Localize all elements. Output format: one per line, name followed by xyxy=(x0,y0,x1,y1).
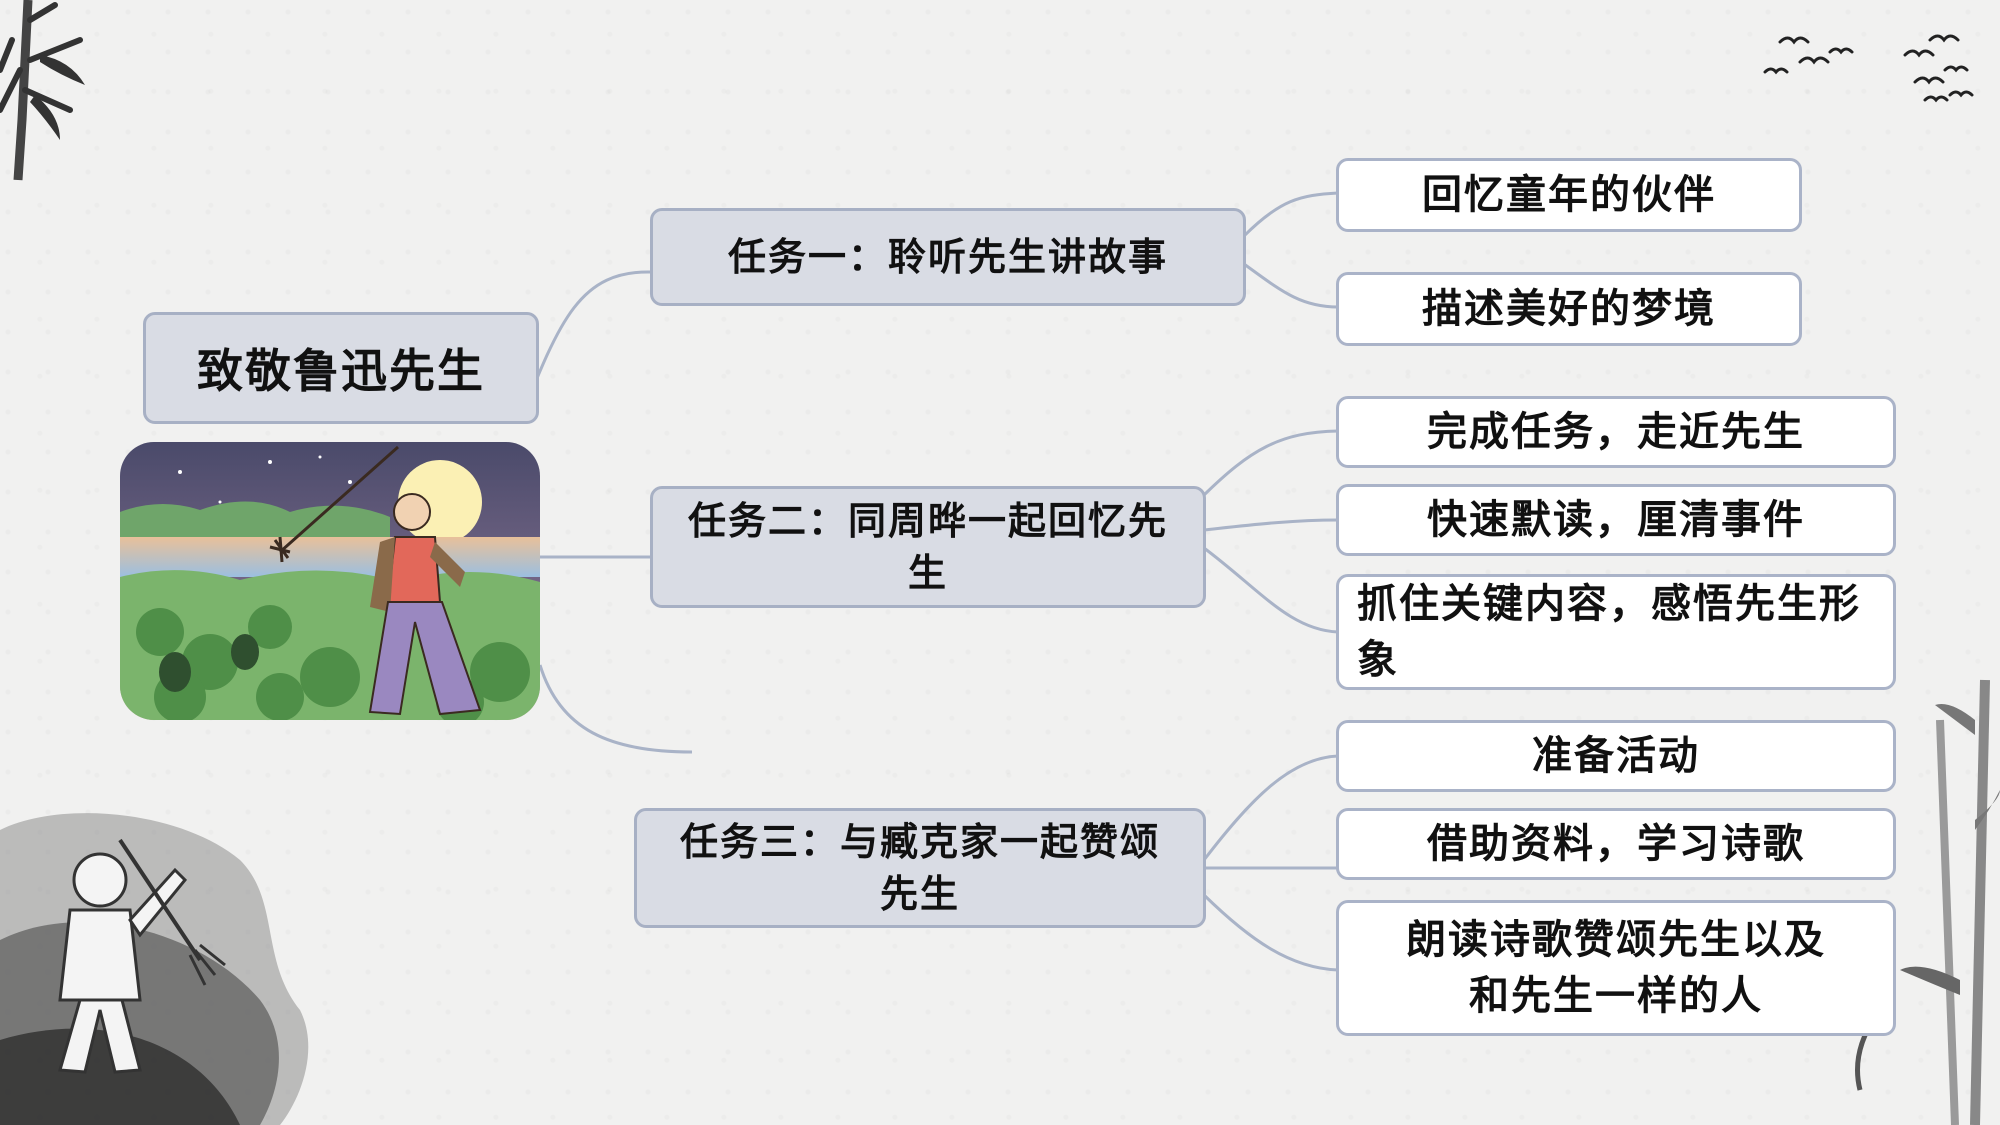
connector-task3-item3 xyxy=(1202,893,1339,972)
task-node-3: 任务三：与臧克家一起赞颂先生 xyxy=(634,808,1206,928)
task2-item-3: 抓住关键内容，感悟先生形象 xyxy=(1336,574,1896,690)
task2-item-3-label: 抓住关键内容，感悟先生形象 xyxy=(1357,580,1861,683)
connector-task2-item3 xyxy=(1203,546,1339,634)
task-node-1: 任务一：聆听先生讲故事 xyxy=(650,208,1246,306)
connector-task2-item1 xyxy=(1202,429,1339,497)
task-node-1-label: 任务一：聆听先生讲故事 xyxy=(727,234,1168,279)
connector-task3-item1 xyxy=(1202,754,1339,861)
task3-item-3-label: 朗读诗歌赞颂先生以及和先生一样的人 xyxy=(1406,916,1826,1019)
central-node-title: 致敬鲁迅先生 xyxy=(197,344,485,398)
illustration-moonlit-field xyxy=(120,442,540,720)
task1-item-2-label: 描述美好的梦境 xyxy=(1422,285,1716,332)
task3-item-3: 朗读诗歌赞颂先生以及和先生一样的人 xyxy=(1336,900,1896,1036)
task-node-3-label: 任务三：与臧克家一起赞颂先生 xyxy=(679,819,1160,916)
connector-center-task1 xyxy=(518,270,653,421)
connector-task2-item2 xyxy=(1203,518,1339,532)
task1-item-1: 回忆童年的伙伴 xyxy=(1336,158,1802,232)
task1-item-2: 描述美好的梦境 xyxy=(1336,272,1802,346)
task3-item-1-label: 准备活动 xyxy=(1532,732,1700,779)
task3-item-2: 借助资料，学习诗歌 xyxy=(1336,808,1896,880)
task3-item-1: 准备活动 xyxy=(1336,720,1896,792)
connector-task1-item2 xyxy=(1243,262,1339,309)
connector-center-task3 xyxy=(538,664,693,754)
task3-item-2-label: 借助资料，学习诗歌 xyxy=(1427,820,1805,867)
task-node-2: 任务二：同周晔一起回忆先生 xyxy=(650,486,1206,608)
task2-item-1: 完成任务，走近先生 xyxy=(1336,396,1896,468)
task2-item-2-label: 快速默读，厘清事件 xyxy=(1427,496,1805,543)
task-node-2-label: 任务二：同周晔一起回忆先生 xyxy=(687,498,1168,595)
task2-item-1-label: 完成任务，走近先生 xyxy=(1427,408,1805,455)
task2-item-2: 快速默读，厘清事件 xyxy=(1336,484,1896,556)
task1-item-1-label: 回忆童年的伙伴 xyxy=(1422,171,1716,218)
connector-task1-item1 xyxy=(1242,191,1339,238)
central-node: 致敬鲁迅先生 xyxy=(143,312,539,424)
